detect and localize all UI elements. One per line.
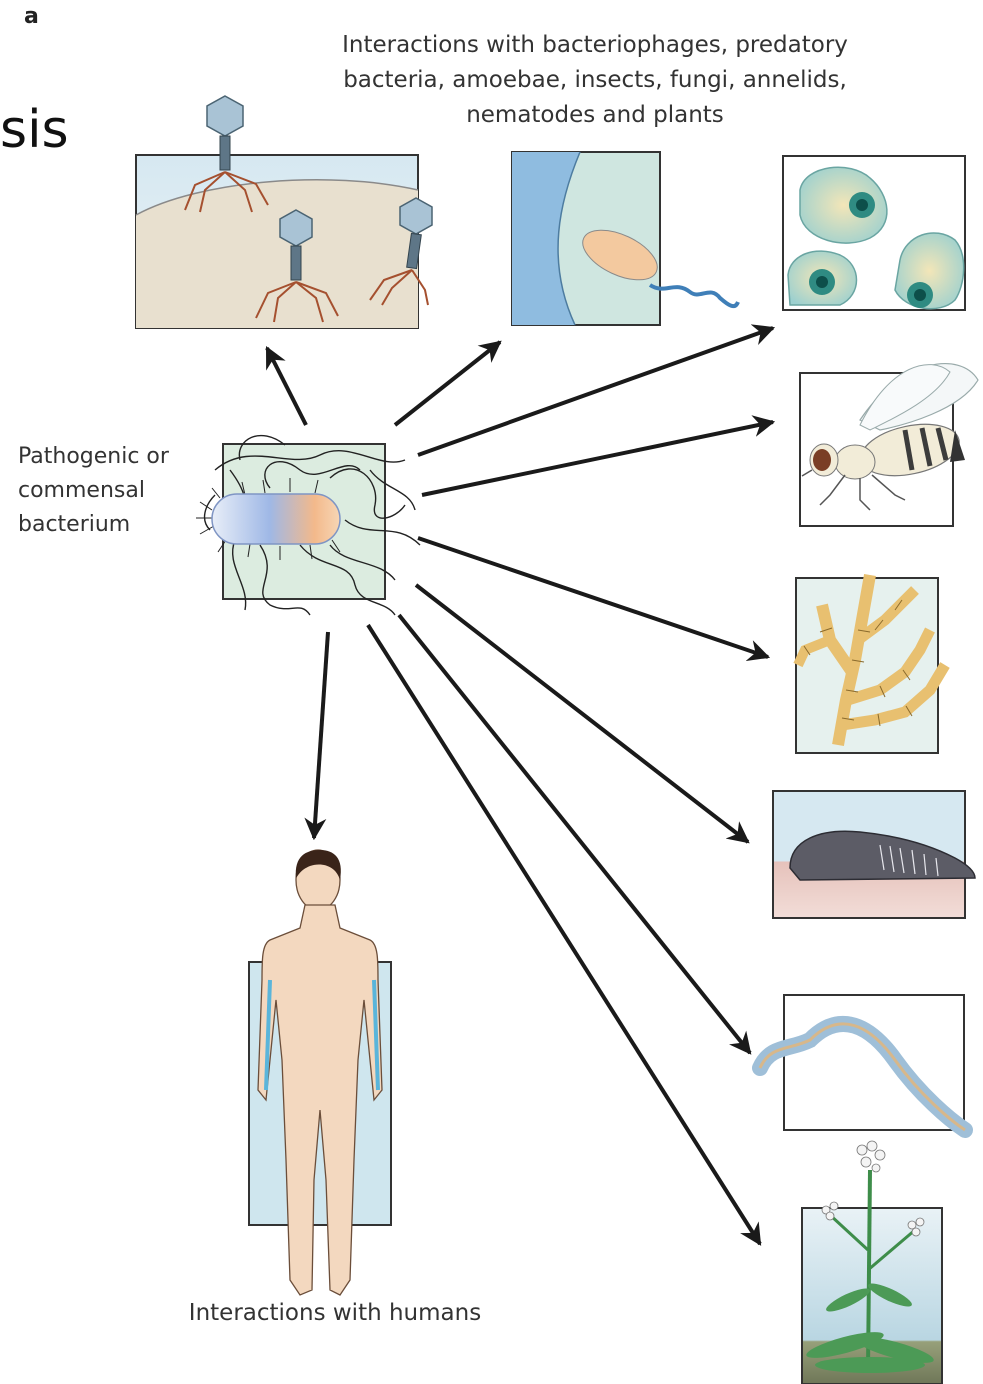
plant-panel (802, 1141, 942, 1384)
center-bacterium (196, 436, 420, 615)
human-panel (249, 850, 391, 1295)
arrow-to-bacteriophage (267, 348, 306, 425)
nematode-panel (760, 995, 965, 1130)
amoebae-panel (783, 156, 965, 310)
predatory-bacteria-panel (512, 152, 738, 325)
arrow-to-fungus (418, 538, 768, 657)
arrow-to-predatory-bacteria (395, 342, 500, 425)
fungus-panel (796, 575, 945, 753)
annelid-panel (773, 791, 975, 918)
arrow-to-annelid (416, 585, 748, 842)
bacteriophage-panel (136, 96, 432, 328)
arrow-to-human (314, 632, 328, 838)
arrow-to-plant (368, 625, 760, 1244)
insect-panel (800, 364, 978, 526)
bacterium-icon (212, 494, 340, 544)
predatory-bacteria-icon (650, 285, 738, 306)
arrow-to-amoebae (418, 328, 773, 455)
arrow-to-nematode (399, 615, 750, 1053)
